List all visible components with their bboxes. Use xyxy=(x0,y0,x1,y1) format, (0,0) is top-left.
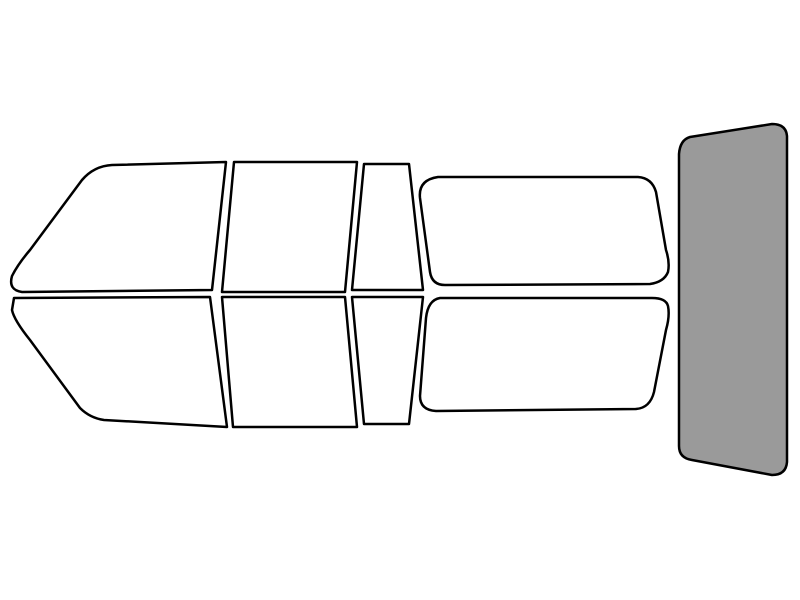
front-door-lower-window[interactable] xyxy=(10,295,229,429)
quarter-lower-window[interactable] xyxy=(350,295,425,426)
rear-door-upper-window[interactable] xyxy=(220,160,359,294)
rear-windshield[interactable] xyxy=(677,122,789,477)
front-door-upper-window[interactable] xyxy=(9,160,228,294)
rear-door-lower-window[interactable] xyxy=(220,295,359,429)
cargo-lower-window[interactable] xyxy=(418,296,670,413)
quarter-upper-window[interactable] xyxy=(350,162,425,292)
cargo-upper-window[interactable] xyxy=(418,175,670,287)
